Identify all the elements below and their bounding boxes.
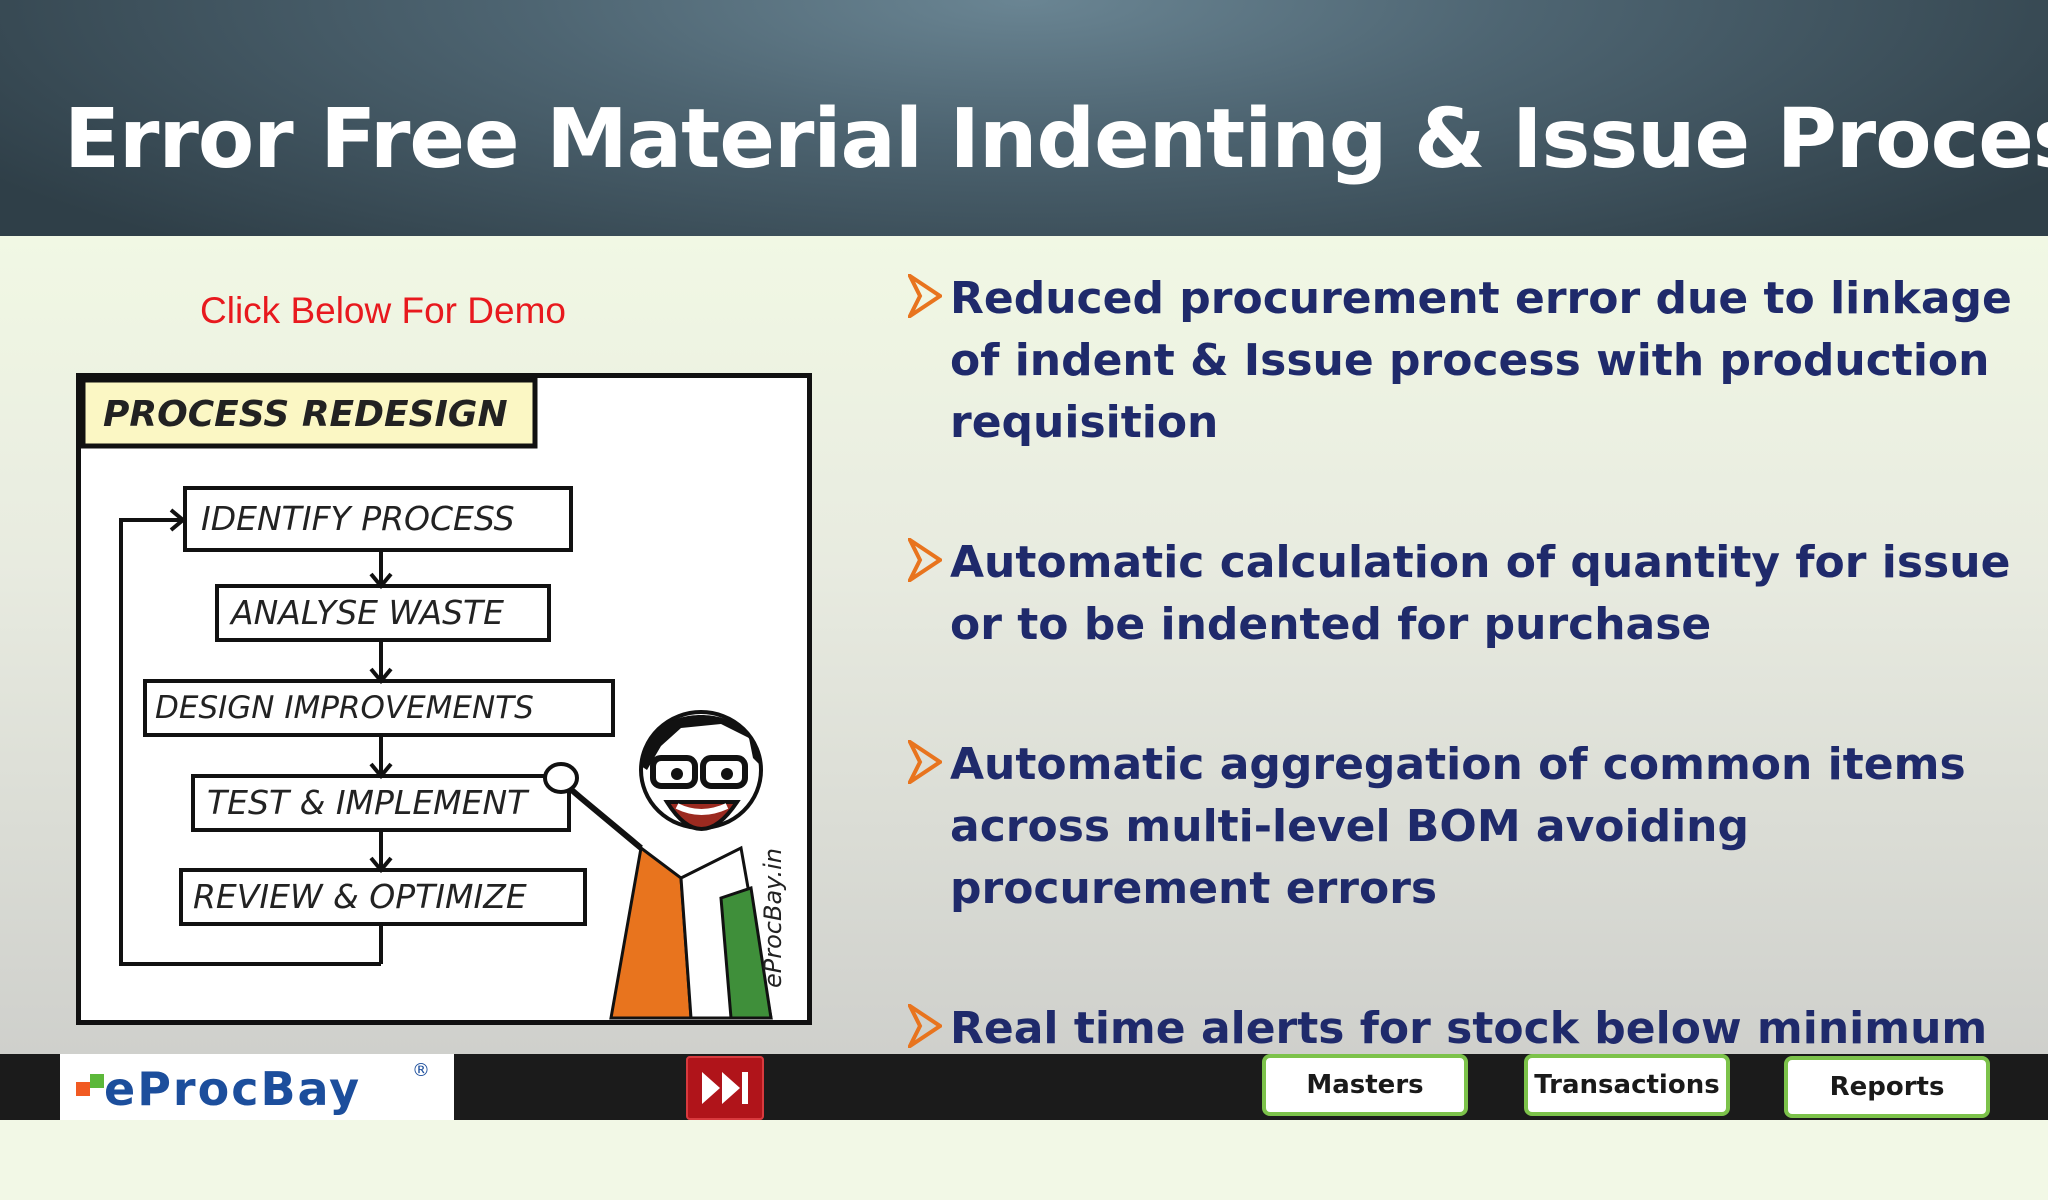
feature-bullet-text: Automatic aggregation of common items ac… — [950, 739, 1966, 914]
skip-forward-button[interactable] — [686, 1056, 764, 1120]
step-arrows — [119, 508, 393, 966]
arrow-bullet-icon — [908, 740, 942, 784]
step-label-3: DESIGN IMPROVEMENTS — [155, 690, 534, 726]
cartoon-character — [543, 710, 773, 1020]
step-label-1: IDENTIFY PROCESS — [201, 499, 515, 538]
feature-bullet-text: Automatic calculation of quantity for is… — [950, 537, 2011, 650]
feature-bullet: Reduced procurement error due to linkage… — [908, 268, 2038, 454]
step-label-5: REVIEW & OPTIMIZE — [193, 877, 527, 916]
process-redesign-cartoon[interactable]: PROCESS REDESIGN IDENTIFY PROCESS ANALYS… — [76, 373, 812, 1025]
feature-bullet-text: Reduced procurement error due to linkage… — [950, 273, 2012, 448]
arrow-bullet-icon — [908, 1004, 942, 1048]
logo-text: eProcBay — [104, 1062, 362, 1116]
step-label-4: TEST & IMPLEMENT — [207, 783, 530, 822]
transactions-button[interactable]: Transactions — [1524, 1054, 1730, 1116]
cartoon-heading: PROCESS REDESIGN — [103, 394, 508, 435]
feature-bullet: Automatic aggregation of common items ac… — [908, 734, 2038, 920]
eprocbay-logo[interactable]: eProcBay ® — [60, 1054, 454, 1120]
feature-bullet: Automatic calculation of quantity for is… — [908, 532, 2038, 656]
reports-button[interactable]: Reports — [1784, 1056, 1990, 1118]
step-box-1 — [183, 486, 573, 552]
registered-mark: ® — [412, 1060, 430, 1081]
masters-button[interactable]: Masters — [1262, 1054, 1468, 1116]
arrow-bullet-icon — [908, 538, 942, 582]
demo-label: Click Below For Demo — [200, 290, 566, 331]
step-label-2: ANALYSE WASTE — [229, 593, 504, 632]
slide-header: Error Free Material Indenting & Issue Pr… — [0, 0, 2048, 236]
slide-title: Error Free Material Indenting & Issue Pr… — [64, 92, 2048, 187]
fast-forward-icon — [702, 1072, 748, 1104]
arrow-bullet-icon — [908, 274, 942, 318]
bottom-strip — [0, 1120, 2048, 1152]
feature-bullet-list: Reduced procurement error due to linkage… — [908, 268, 2038, 1200]
step-box-2 — [215, 584, 551, 642]
cartoon-watermark: eProcBay.in — [759, 848, 787, 988]
cartoon-drawing: PROCESS REDESIGN IDENTIFY PROCESS ANALYS… — [81, 378, 787, 1020]
logo-mark-icon — [76, 1074, 106, 1098]
cartoon-heading-box — [81, 378, 538, 449]
